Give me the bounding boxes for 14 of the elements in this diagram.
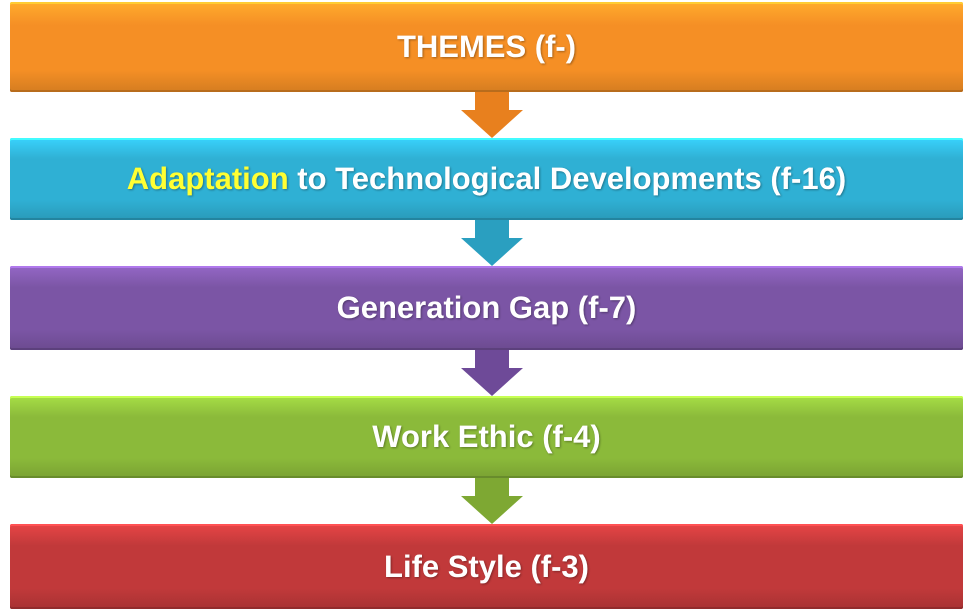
process-bar: [10, 2, 963, 92]
block-arrow: [461, 350, 523, 396]
bar-label: Work Ethic (f-4): [372, 419, 601, 455]
block-arrow: [461, 478, 523, 524]
process-bar: [10, 138, 963, 220]
bar-label: THEMES (f-): [396, 29, 576, 65]
bar-label: Adaptation to Technological Developments (f-16): [126, 161, 846, 197]
process-bar: [10, 524, 963, 609]
block-arrow: [461, 220, 523, 266]
process-bar: [10, 266, 963, 350]
process-bar: [10, 396, 963, 478]
block-arrow: [461, 92, 523, 138]
bar-label: Generation Gap (f-7): [336, 290, 636, 326]
bar-label: Life Style (f-3): [384, 548, 589, 584]
